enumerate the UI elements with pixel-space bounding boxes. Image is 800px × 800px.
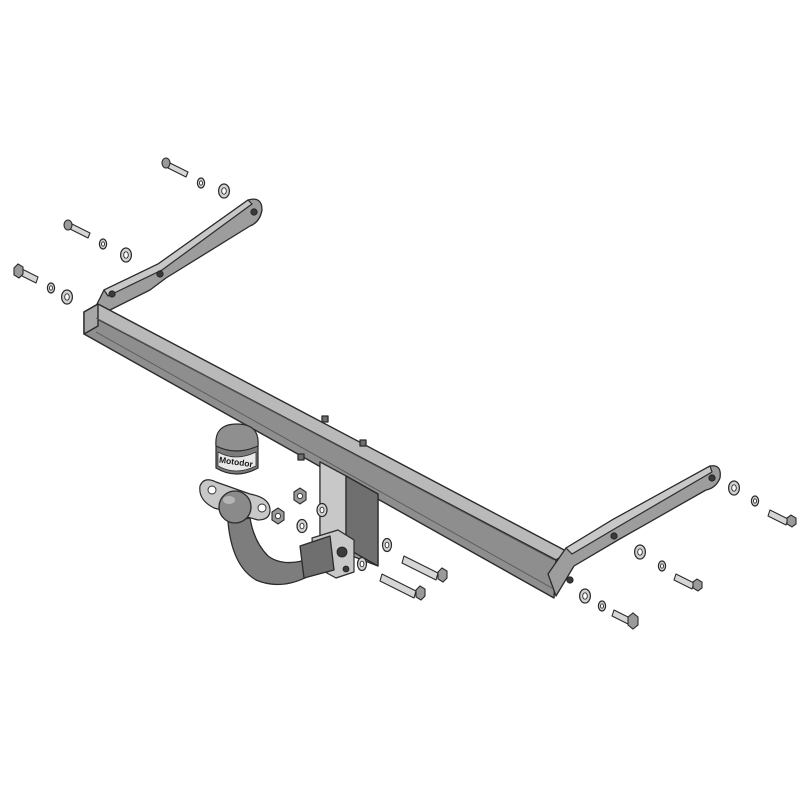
right-side-bracket <box>547 465 721 597</box>
weld-stud <box>297 453 305 461</box>
bolt <box>401 555 448 583</box>
right-hardware <box>578 480 797 630</box>
cap-brand-label: Motodor <box>218 455 254 470</box>
washer <box>578 588 591 604</box>
ball-cap: Motodor <box>215 423 259 475</box>
left-side-bracket <box>95 198 263 315</box>
bolt <box>767 509 797 528</box>
washer <box>218 183 231 199</box>
bracket-hole <box>610 532 618 540</box>
weld-stud <box>359 439 367 447</box>
washer <box>196 177 206 189</box>
nut <box>271 507 285 525</box>
bracket-hole <box>566 576 574 584</box>
bracket-hole <box>250 208 258 216</box>
bolt <box>379 573 426 601</box>
bracket-hole <box>156 270 164 278</box>
washer <box>60 289 73 305</box>
bolt <box>673 573 703 592</box>
washer <box>316 502 328 518</box>
bolt <box>161 157 189 178</box>
washer <box>356 556 368 572</box>
washer <box>296 518 308 534</box>
tow-ball-neck <box>227 517 335 586</box>
washer <box>657 560 667 572</box>
washer <box>119 247 132 263</box>
washer <box>750 495 760 507</box>
weld-stud <box>321 415 329 423</box>
washer <box>381 537 393 553</box>
center-hardware <box>356 537 448 601</box>
bracket-hole <box>708 474 716 482</box>
tow-ball <box>218 490 252 524</box>
washer <box>727 480 740 496</box>
bracket-hole <box>108 290 116 298</box>
bolt <box>611 609 639 630</box>
nut <box>293 487 307 505</box>
left-hardware <box>13 157 231 305</box>
tow-ball-mount <box>311 461 379 579</box>
washer <box>633 544 646 560</box>
bolt <box>13 263 39 284</box>
washer <box>597 600 607 612</box>
mount-nuts <box>271 487 328 534</box>
washer <box>46 282 56 294</box>
washer <box>98 238 108 250</box>
bolt <box>63 219 91 239</box>
